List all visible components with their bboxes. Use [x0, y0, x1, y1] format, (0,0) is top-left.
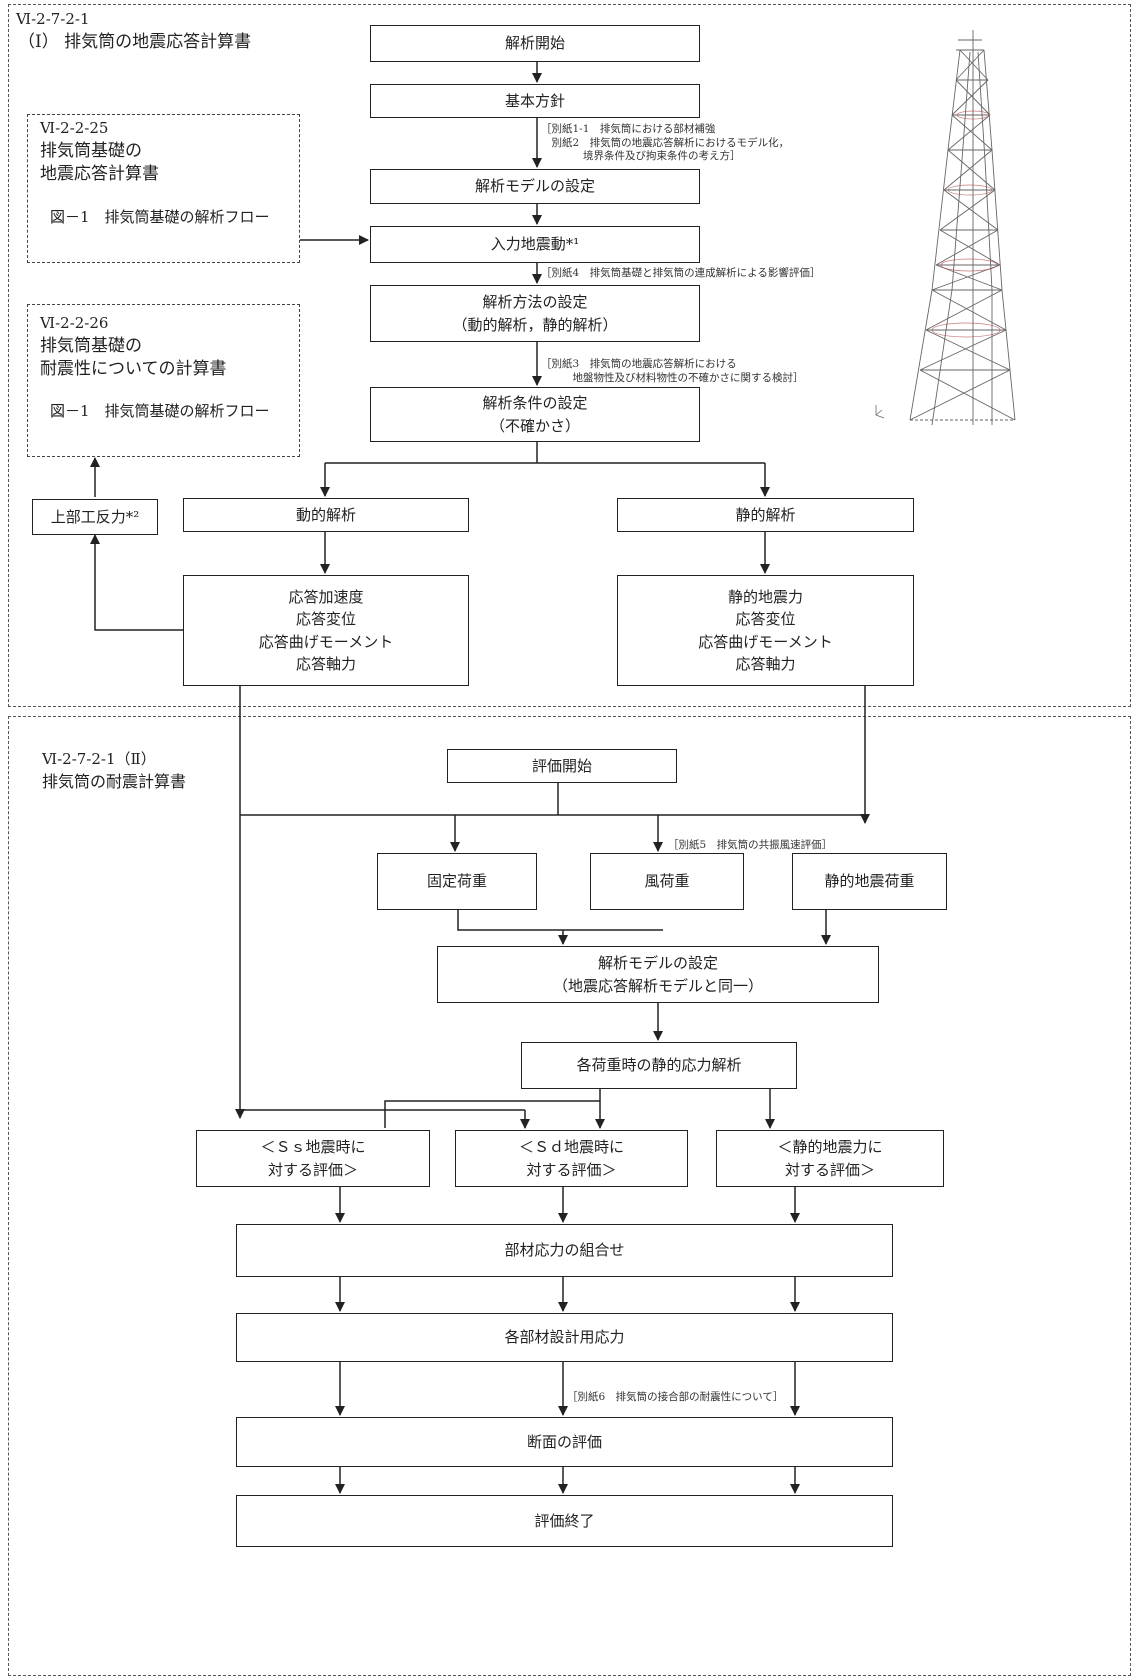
- superstructure-reaction-box: 上部工反力*²: [32, 499, 158, 535]
- section2-title: 排気筒の耐震計算書: [42, 772, 187, 791]
- dynamic-analysis-box: 動的解析: [183, 498, 469, 532]
- ref2-line1: 排気筒基礎の: [40, 336, 142, 356]
- ref1-line1: 排気筒基礎の: [40, 141, 142, 161]
- fixed-load-box: 固定荷重: [377, 853, 537, 910]
- ref1-id: Ⅵ-2-2-25: [40, 119, 109, 137]
- stack-tower-illustration: [875, 30, 1016, 426]
- evaluation-end-box: 評価終了: [236, 1495, 893, 1547]
- note-appendix-3: ［別紙3 排気筒の地震応答解析における 地盤物性及び材料物性の不確かさに関する検…: [541, 358, 804, 384]
- section1-frame: [8, 4, 1131, 707]
- static-stress-analysis-box: 各荷重時の静的応力解析: [521, 1042, 797, 1089]
- member-stress-combination-box: 部材応力の組合せ: [236, 1224, 893, 1277]
- section1-id: Ⅵ-2-7-2-1: [16, 10, 90, 28]
- reference-box-foundation-seismic: [27, 304, 300, 457]
- sd-evaluation-box: ＜Ｓｄ地震時に 対する評価＞: [455, 1130, 688, 1187]
- note-appendix-5: ［別紙5 排気筒の共振風速評価］: [668, 839, 833, 851]
- input-ground-motion-box: 入力地震動*¹: [370, 226, 700, 263]
- section1-title: （Ⅰ） 排気筒の地震応答計算書: [18, 32, 252, 52]
- dynamic-response-results-box: 応答加速度 応答変位 応答曲げモーメント 応答軸力: [183, 575, 469, 686]
- ref1-line2: 地震応答計算書: [40, 164, 159, 184]
- reference-box-foundation-response: [27, 114, 300, 263]
- section2-id: Ⅵ-2-7-2-1（Ⅱ）: [42, 750, 156, 768]
- basic-policy-box: 基本方針: [370, 84, 700, 118]
- ref2-figure-caption: 図－1 排気筒基礎の解析フロー: [50, 402, 270, 420]
- design-stress-box: 各部材設計用応力: [236, 1313, 893, 1362]
- analysis-start-box: 解析開始: [370, 25, 700, 62]
- ref2-id: Ⅵ-2-2-26: [40, 314, 109, 332]
- static-force-evaluation-box: ＜静的地震力に 対する評価＞: [716, 1130, 944, 1187]
- wind-load-box: 風荷重: [590, 853, 744, 910]
- section-evaluation-box: 断面の評価: [236, 1417, 893, 1467]
- static-seismic-load-box: 静的地震荷重: [792, 853, 947, 910]
- note-appendix-6: ［別紙6 排気筒の接合部の耐震性について］: [567, 1391, 784, 1403]
- note-appendix-1-2: ［別紙1-1 排気筒における部材補強 別紙2 排気筒の地震応答解析におけるモデル…: [541, 123, 790, 163]
- ss-evaluation-box: ＜Ｓｓ地震時に 対する評価＞: [196, 1130, 430, 1187]
- evaluation-start-box: 評価開始: [447, 749, 677, 783]
- analysis-model-setting-box: 解析モデルの設定: [370, 169, 700, 204]
- static-response-results-box: 静的地震力 応答変位 応答曲げモーメント 応答軸力: [617, 575, 914, 686]
- analysis-condition-box: 解析条件の設定 （不確かさ）: [370, 387, 700, 442]
- ref2-line2: 耐震性についての計算書: [40, 359, 227, 379]
- analysis-method-box: 解析方法の設定 （動的解析，静的解析）: [370, 285, 700, 342]
- ref1-figure-caption: 図－1 排気筒基礎の解析フロー: [50, 208, 270, 226]
- note-appendix-4: ［別紙4 排気筒基礎と排気筒の連成解析による影響評価］: [541, 267, 821, 279]
- analysis-model-setting-box-2: 解析モデルの設定 （地震応答解析モデルと同一）: [437, 946, 879, 1003]
- static-analysis-box: 静的解析: [617, 498, 914, 532]
